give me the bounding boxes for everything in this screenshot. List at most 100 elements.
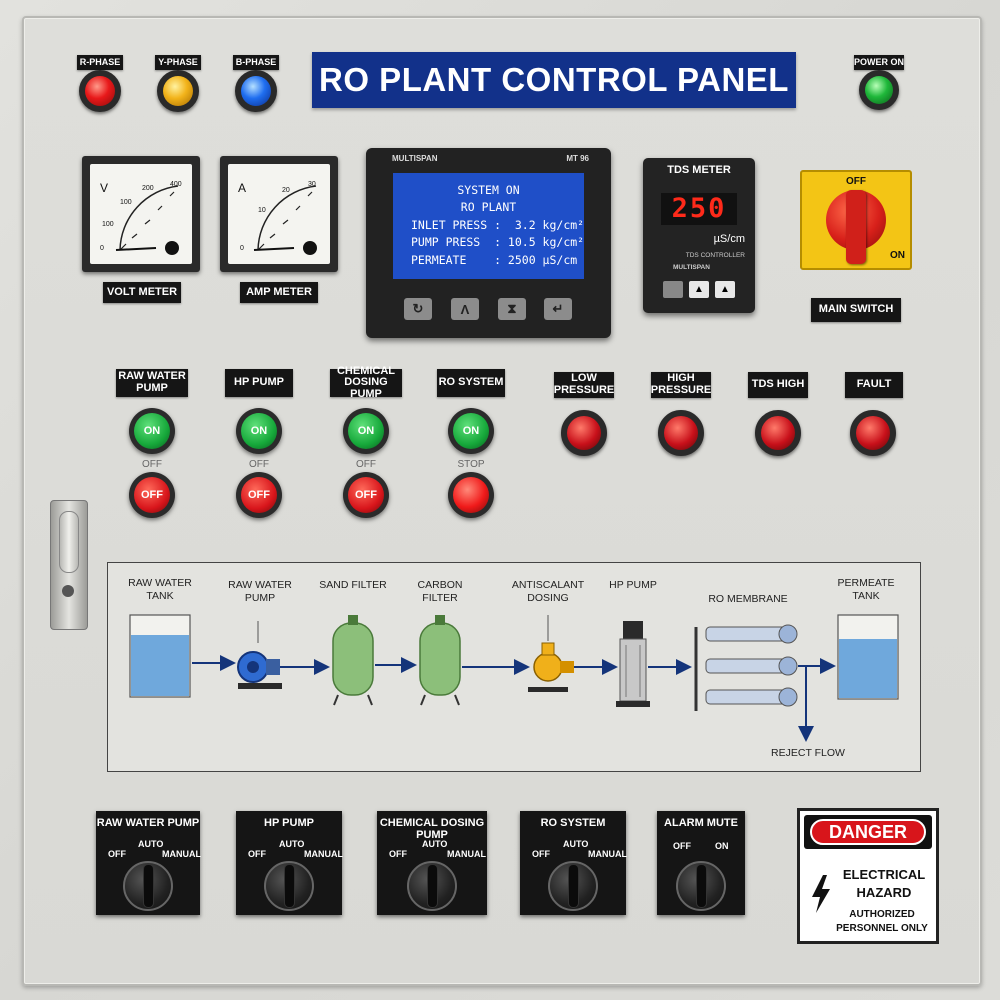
b-phase-lamp — [235, 70, 277, 112]
carbon-filter-icon — [419, 615, 461, 706]
ro-system-stop-button[interactable] — [448, 472, 494, 518]
main-switch-handle[interactable] — [846, 190, 866, 264]
ro-system-label: RO SYSTEM — [437, 369, 505, 397]
raw-water-pump-selector-knob[interactable] — [123, 861, 173, 911]
tds-brand: MULTISPAN — [673, 264, 710, 271]
raw-water-pump-selector-manual: MANUAL — [162, 849, 201, 859]
raw-water-pump-selector-off: OFF — [108, 849, 126, 859]
ro-system-selector-title: RO SYSTEM — [540, 817, 606, 829]
hmi-model: MT 96 — [566, 154, 589, 163]
svg-text:200: 200 — [142, 185, 154, 192]
stage-antiscalant-label: ANTISCALANT DOSING — [511, 579, 585, 605]
r-phase-label: R-PHASE — [77, 55, 123, 70]
volt-meter-dial: V 0 100 100 200 400 — [100, 181, 182, 255]
raw-water-pump-label: RAW WATER PUMP — [116, 369, 188, 397]
ro-system-stop-text: STOP — [457, 459, 485, 470]
tds-key-up-2[interactable]: ▲ — [715, 281, 735, 298]
ro-system-selector: RO SYSTEM OFF AUTO MANUAL — [520, 811, 627, 915]
tds-high-label: TDS HIGH — [748, 372, 808, 398]
chemical-dosing-pump-selector-auto: AUTO — [422, 839, 448, 849]
hp-pump-selector-off: OFF — [248, 849, 266, 859]
alarm-mute-selector: ALARM MUTE OFF ON — [657, 811, 745, 915]
amp-unit: A — [238, 181, 246, 195]
volt-meter: V 0 100 100 200 400 — [82, 156, 200, 272]
stage-sand-filter-label: SAND FILTER — [319, 579, 387, 591]
tds-high-lamp — [755, 410, 801, 456]
raw-water-pump-off-button[interactable]: OFF — [129, 472, 175, 518]
fault-lamp — [850, 410, 896, 456]
hp-pump-off-button[interactable]: OFF — [236, 472, 282, 518]
chemical-dosing-pump-off-button[interactable]: OFF — [343, 472, 389, 518]
chemical-dosing-pump-selector: CHEMICAL DOSING PUMP OFF AUTO MANUAL — [377, 811, 487, 915]
chemical-dosing-pump-selector-title: CHEMICAL DOSING PUMP — [379, 817, 485, 841]
ro-system-selector-off: OFF — [532, 849, 550, 859]
power-on-label: POWER ON — [854, 55, 904, 70]
stage-carbon-filter-label: CARBON FILTER — [417, 579, 463, 605]
tds-unit: µS/cm — [713, 233, 745, 245]
chemical-dosing-pump-off-text: OFF — [356, 459, 376, 470]
amp-meter-dial: A 0 10 20 30 — [238, 181, 317, 255]
danger-header: DANGER — [810, 819, 926, 845]
lock-icon[interactable] — [62, 585, 74, 597]
stage-ro-membrane-label: RO MEMBRANE — [708, 593, 788, 605]
main-switch[interactable]: OFF ON — [800, 170, 912, 270]
stage-permeate-tank-label: PERMEATE TANK — [837, 577, 895, 603]
tds-meter: TDS METER 250 µS/cm TDS CONTROLLER MULTI… — [643, 158, 755, 313]
process-flow-graphics — [129, 614, 899, 742]
y-phase-label: Y-PHASE — [155, 55, 201, 70]
hp-pump-selector: HP PUMP OFF AUTO MANUAL — [236, 811, 343, 915]
antiscalant-dosing-icon — [528, 615, 574, 692]
hmi-line-3: INLET PRESS : 3.2 kg/cm² — [411, 218, 585, 232]
flow-arrows — [192, 655, 836, 742]
hp-pump-off-text: OFF — [249, 459, 269, 470]
hmi-controller: MULTISPAN MT 96 SYSTEM ON RO PLANT INLET… — [366, 148, 611, 338]
svg-text:20: 20 — [282, 187, 290, 194]
svg-text:400: 400 — [170, 181, 182, 188]
alarm-mute-selector-on: ON — [715, 841, 729, 851]
hp-pump-selector-knob[interactable] — [264, 861, 314, 911]
volt-unit: V — [100, 181, 108, 195]
hmi-screen: SYSTEM ON RO PLANT INLET PRESS : 3.2 kg/… — [393, 173, 584, 279]
process-flow-diagram: RAW WATER TANK RAW WATER PUMP SAND FILTE… — [107, 562, 921, 772]
tds-key-up[interactable]: ▲ — [689, 281, 709, 298]
high-pressure-lamp — [658, 410, 704, 456]
hp-pump-selector-title: HP PUMP — [264, 817, 314, 829]
high-pressure-label: HIGH PRESSURE — [650, 372, 712, 398]
danger-line-2: HAZARD — [856, 885, 912, 900]
stage-raw-water-tank-label: RAW WATER TANK — [128, 577, 192, 603]
chemical-dosing-pump-on-button[interactable]: ON — [343, 408, 389, 454]
hmi-key-1[interactable]: ↻ — [404, 298, 432, 320]
ro-system-selector-auto: AUTO — [563, 839, 589, 849]
danger-header-bg: DANGER — [804, 815, 932, 849]
alarm-mute-selector-off: OFF — [673, 841, 691, 851]
hmi-line-1: SYSTEM ON — [457, 183, 520, 197]
tds-key-set[interactable] — [663, 281, 683, 298]
svg-text:0: 0 — [100, 245, 104, 252]
tds-title: TDS METER — [667, 164, 731, 176]
chemical-dosing-pump-label: CHEMICAL DOSING PUMP — [330, 365, 402, 400]
raw-water-pump-selector-auto: AUTO — [138, 839, 164, 849]
lightning-icon — [810, 875, 832, 913]
raw-water-pump-on-button[interactable]: ON — [129, 408, 175, 454]
low-pressure-label: LOW PRESSURE — [553, 372, 615, 398]
hmi-key-3[interactable]: ⧗ — [498, 298, 526, 320]
danger-line-4: PERSONNEL ONLY — [836, 923, 928, 934]
hp-pump-on-button[interactable]: ON — [236, 408, 282, 454]
hp-pump-selector-manual: MANUAL — [304, 849, 343, 859]
tds-subtitle: TDS CONTROLLER — [685, 252, 745, 259]
amp-meter: A 0 10 20 30 — [220, 156, 338, 272]
handle-grip[interactable] — [59, 511, 79, 573]
door-handle[interactable] — [50, 500, 88, 630]
amp-meter-label: AMP METER — [240, 282, 318, 303]
ro-system-selector-knob[interactable] — [548, 861, 598, 911]
ro-system-on-button[interactable]: ON — [448, 408, 494, 454]
tds-reading: 250 — [661, 193, 737, 225]
hmi-key-up[interactable]: Λ — [451, 298, 479, 320]
hmi-line-2: RO PLANT — [460, 200, 517, 214]
hmi-line-5: PERMEATE : 2500 µS/cm — [411, 253, 578, 267]
alarm-mute-selector-knob[interactable] — [676, 861, 726, 911]
raw-water-pump-off-text: OFF — [142, 459, 162, 470]
hmi-key-enter[interactable]: ↵ — [544, 298, 572, 320]
raw-water-pump-selector-title: RAW WATER PUMP — [96, 817, 200, 829]
chemical-dosing-pump-selector-knob[interactable] — [407, 861, 457, 911]
